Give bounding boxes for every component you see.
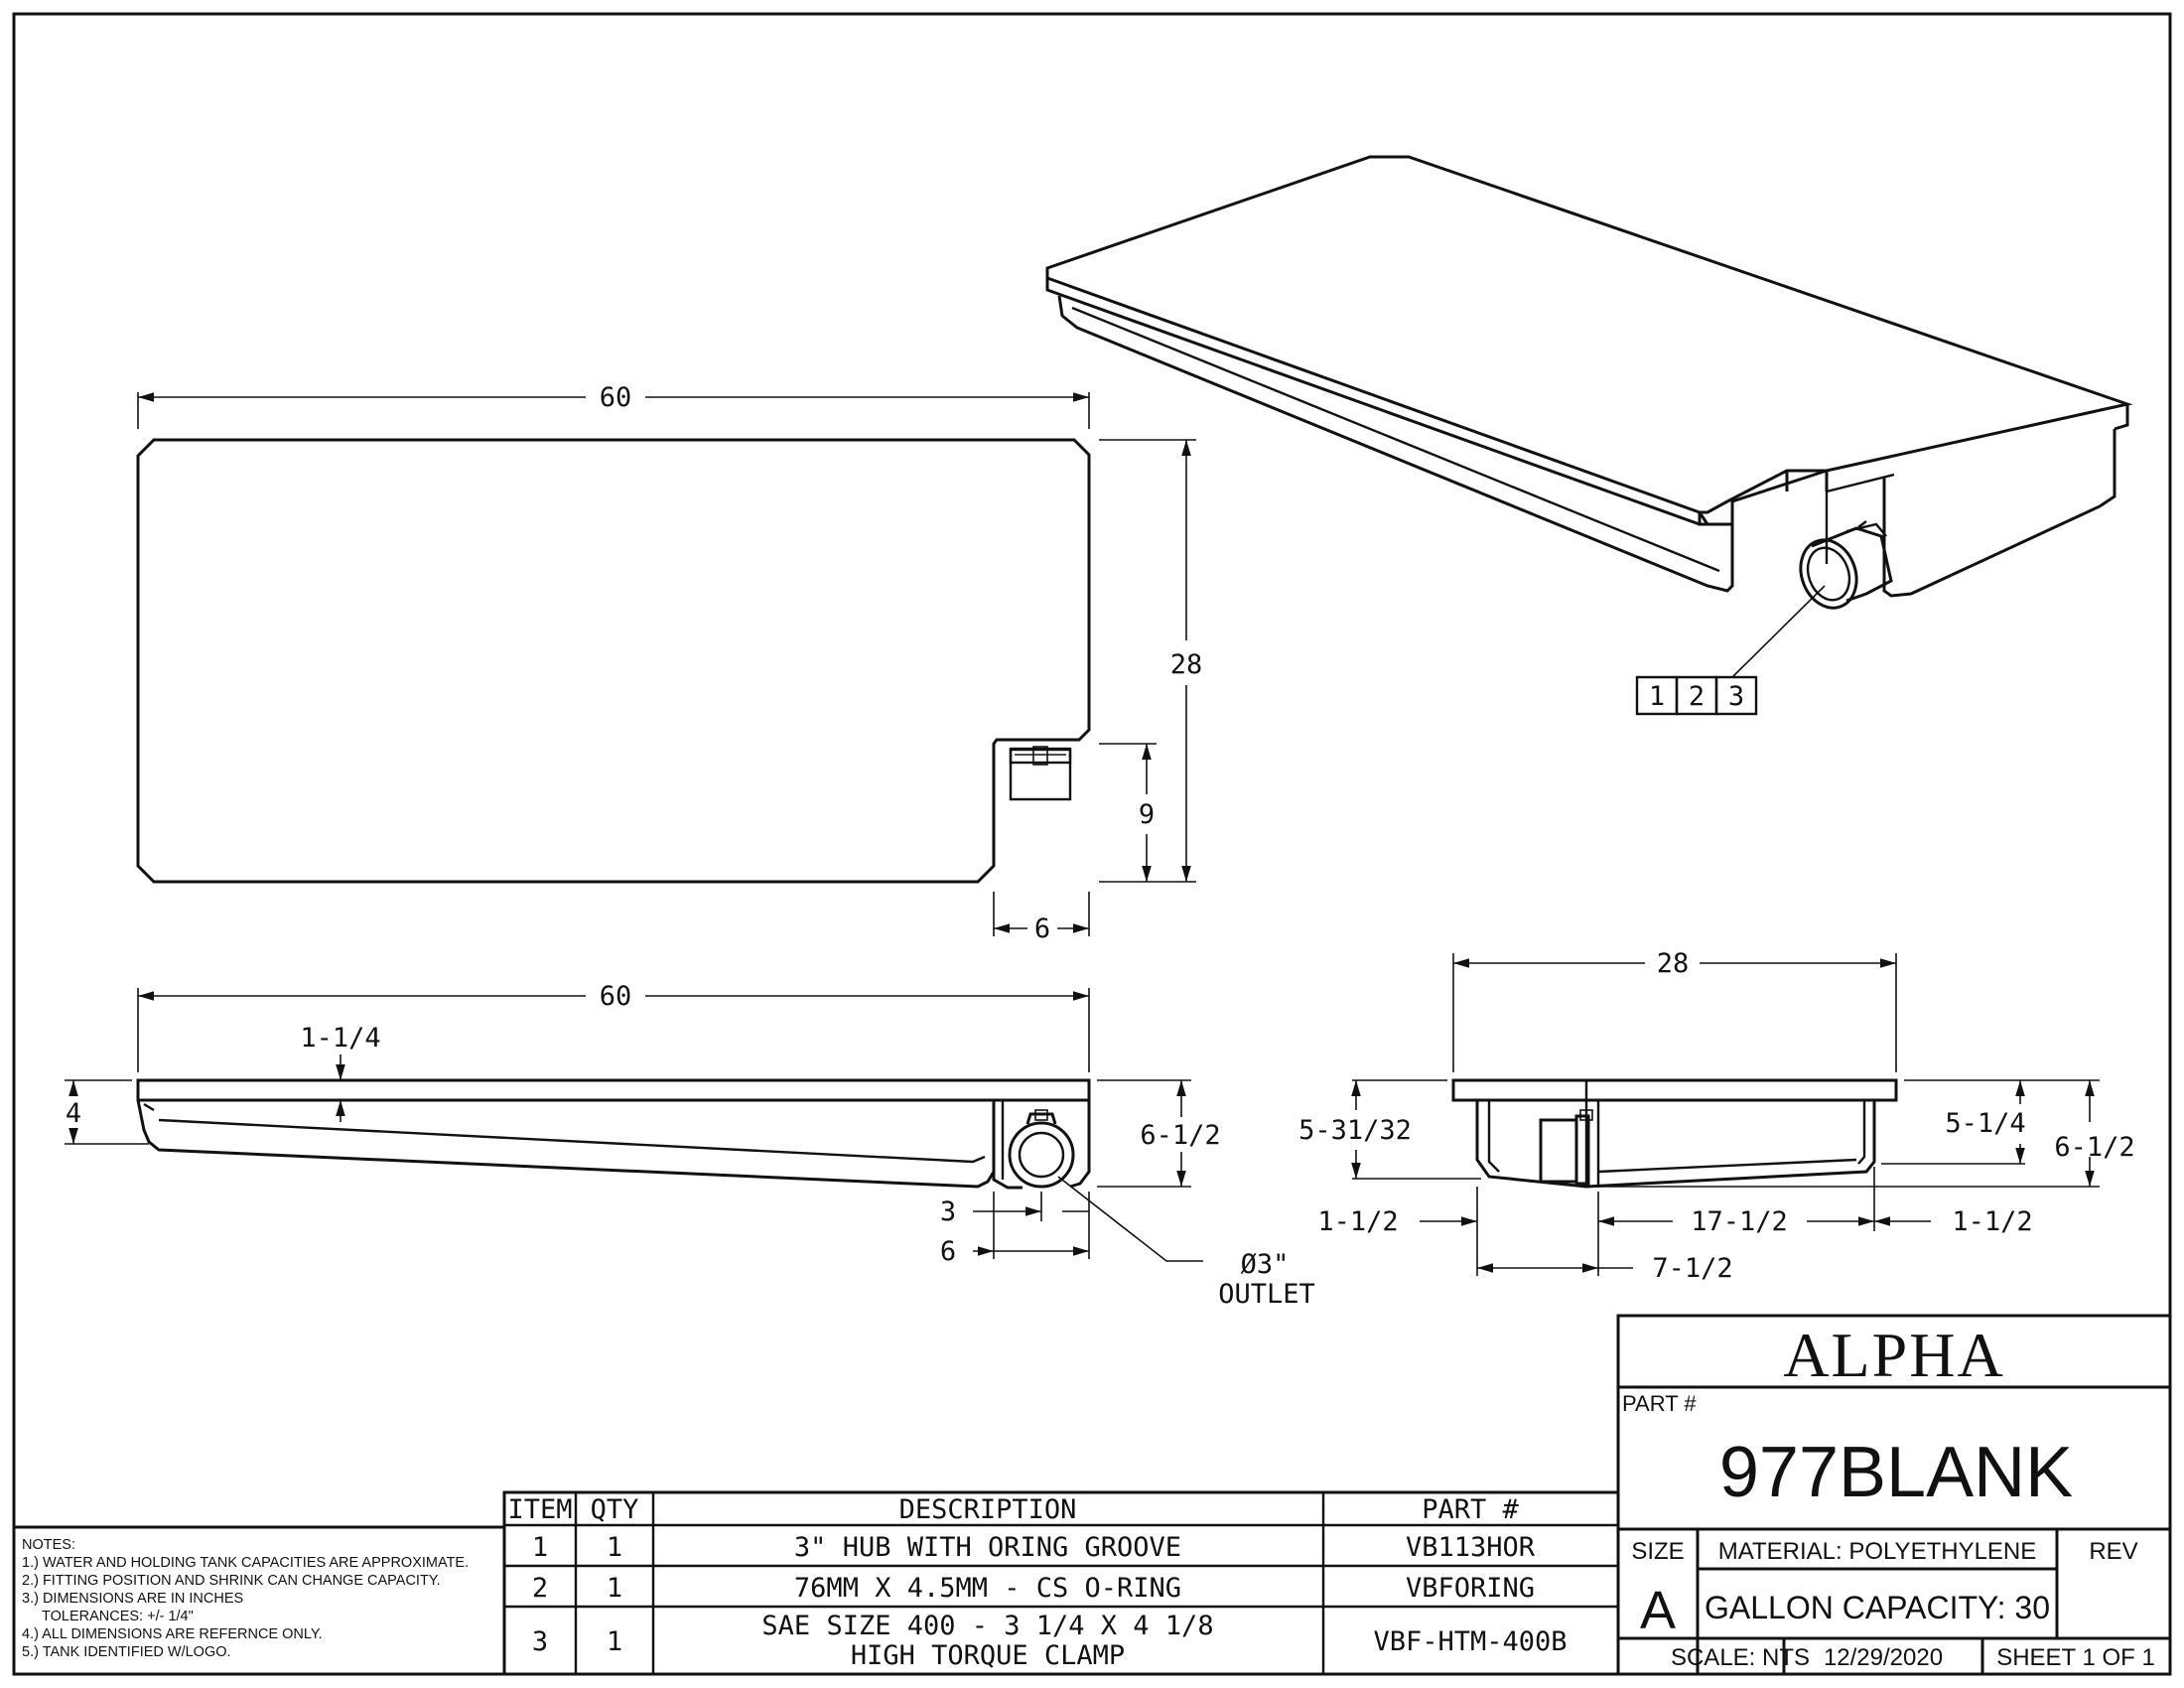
end-lid [1451,1078,1898,1102]
company-logo-text: ALPHA [1783,1320,2004,1390]
bom-row-3-item: 3 [532,1626,548,1657]
top-view-outlet-body [1009,748,1072,801]
item-balloon: 1 2 3 [1635,675,1758,716]
bom-row-1-desc: 3" HUB WITH ORING GROOVE [794,1532,1181,1563]
bom-header-part: PART # [1422,1494,1519,1525]
rev-label: REV [2089,1538,2137,1565]
note-3-tolerance: TOLERANCES: +/- 1/4" [42,1609,194,1624]
end-outlet-body [1539,1118,1578,1184]
note-4: 4.) ALL DIMENSIONS ARE REFERNCE ONLY. [22,1626,323,1642]
top-view: 60 28 9 6 [136,382,1203,944]
note-1: 1.) WATER AND HOLDING TANK CAPACITIES AR… [22,1555,469,1571]
end-left-height-dim: 5-31/32 [1298,1115,1412,1146]
isometric-view: 1 2 3 [1045,155,2133,716]
size-value: A [1640,1581,1676,1640]
part-label: PART # [1622,1391,1697,1416]
side-outlet-height-dim: 6-1/2 [1140,1120,1220,1151]
top-notch-width-dim: 6 [1034,914,1050,944]
sheet-border [12,12,2172,1676]
gallon-capacity: GALLON CAPACITY: 30 [1705,1590,2050,1625]
balloon-3: 3 [1728,681,1744,712]
iso-lid-top [1045,155,2133,514]
bom-row-1-item: 1 [532,1532,548,1563]
bom-row-3-desc: SAE SIZE 400 - 3 1/4 X 4 1/8 [761,1611,1213,1641]
bom-row-2-qty: 1 [607,1573,622,1604]
bom-row-3-part: VBF-HTM-400B [1373,1626,1567,1657]
side-front-height-dim: 4 [66,1098,81,1129]
side-outlet-ring [1008,1121,1075,1189]
bom-row-2-part: VBFORING [1406,1573,1535,1604]
side-lip-dim: 1-1/4 [300,1023,380,1054]
note-5: 5.) TANK IDENTIFIED W/LOGO. [22,1644,231,1660]
end-right-offset-dim: 1-1/2 [1952,1206,2032,1237]
bom-row-1-qty: 1 [607,1532,622,1563]
balloon-2: 2 [1689,681,1705,712]
notes-title: NOTES: [22,1537,75,1553]
end-mid-span-dim: 17-1/2 [1691,1206,1788,1237]
outlet-center-dim: 3 [940,1196,956,1227]
side-view: 60 1-1/4 4 6-1/2 3 6 Ø3" OUTLET [65,981,1315,1310]
outlet-offset-dim: 6 [940,1236,956,1267]
bom-row-1-part: VB113HOR [1406,1532,1536,1563]
note-2: 2.) FITTING POSITION AND SHRINK CAN CHAN… [22,1573,441,1589]
side-lid [136,1078,1091,1102]
bom-header-item: ITEM [507,1494,572,1525]
end-view: 28 5-31/32 5-1/4 6-1/2 1-1/2 17-1/2 1-1/… [1298,948,2135,1284]
end-right-height-b-dim: 6-1/2 [2054,1132,2134,1163]
sheet-number: SHEET 1 OF 1 [1996,1644,2155,1671]
notes-block: NOTES: 1.) WATER AND HOLDING TANK CAPACI… [14,1525,504,1660]
top-view-outline [136,438,1091,884]
top-notch-depth-dim: 9 [1139,799,1155,830]
bom-row-3-desc2: HIGH TORQUE CLAMP [851,1640,1125,1671]
title-block: ALPHA PART # 977BLANK SIZE A MATERIAL: P… [1616,1314,2172,1676]
bom-row-2-item: 2 [532,1573,548,1604]
end-outlet-span-dim: 7-1/2 [1652,1253,1732,1284]
size-label: SIZE [1631,1538,1684,1565]
end-right-height-a-dim: 5-1/4 [1945,1108,2025,1139]
end-width-dim: 28 [1657,948,1690,979]
bom-header-qty: QTY [591,1494,639,1525]
iso-outlet-ring [1799,538,1858,610]
balloon-1: 1 [1649,681,1665,712]
note-3: 3.) DIMENSIONS ARE IN INCHES [22,1591,243,1607]
outlet-label: OUTLET [1218,1279,1315,1310]
bom-header-desc: DESCRIPTION [899,1494,1077,1525]
bom-row-2-desc: 76MM X 4.5MM - CS O-RING [794,1573,1181,1604]
top-length-dim: 60 [600,382,632,413]
top-view-outlet-clamp [1009,747,1072,765]
side-length-dim: 60 [600,981,632,1012]
part-number: 977BLANK [1719,1433,2073,1512]
drawing-date: 12/29/2020 [1824,1644,1943,1671]
scale: SCALE: NTS [1671,1644,1810,1671]
end-left-offset-dim: 1-1/2 [1317,1206,1398,1237]
bom-row-3-qty: 1 [607,1626,622,1657]
outlet-diameter-label: Ø3" [1241,1249,1290,1280]
material: MATERIAL: POLYETHYLENE [1718,1538,2037,1565]
bom-table: ITEM QTY DESCRIPTION PART # 1 1 3" HUB W… [502,1490,1620,1676]
top-width-dim: 28 [1170,649,1203,680]
